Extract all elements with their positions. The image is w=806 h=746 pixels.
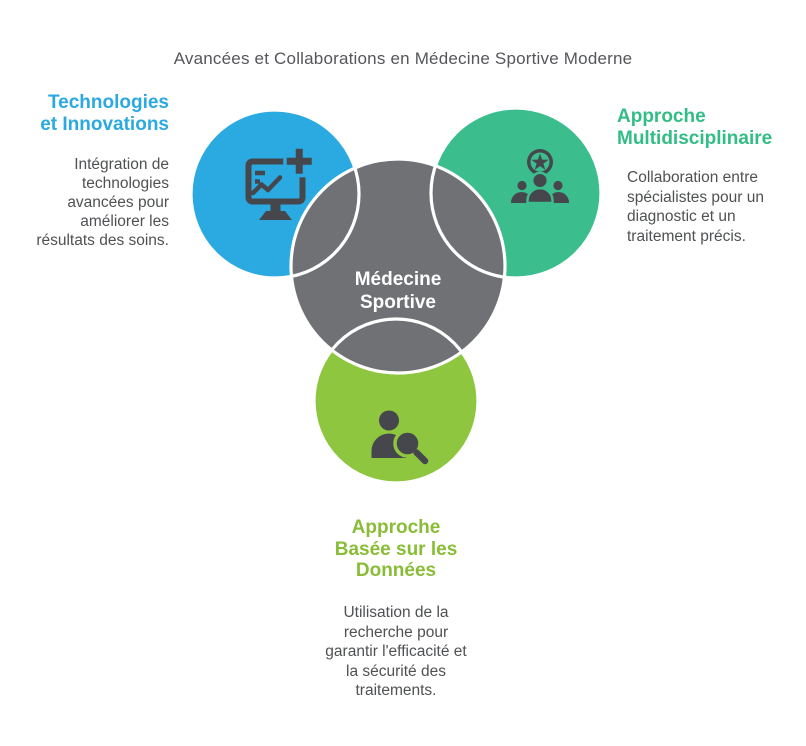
center-circle-outline — [289, 157, 507, 375]
person-magnifier-icon — [371, 410, 429, 465]
donnees-circle-outline — [312, 317, 480, 485]
center-circle — [291, 159, 505, 373]
page-title: Avancées et Collaborations en Médecine S… — [173, 49, 633, 68]
multidisciplinaire-circle-outline — [429, 106, 603, 280]
technologies-circle-outline — [189, 108, 361, 280]
monitor-medical-cross-icon — [245, 145, 316, 220]
team-soccer-icon — [511, 149, 569, 205]
